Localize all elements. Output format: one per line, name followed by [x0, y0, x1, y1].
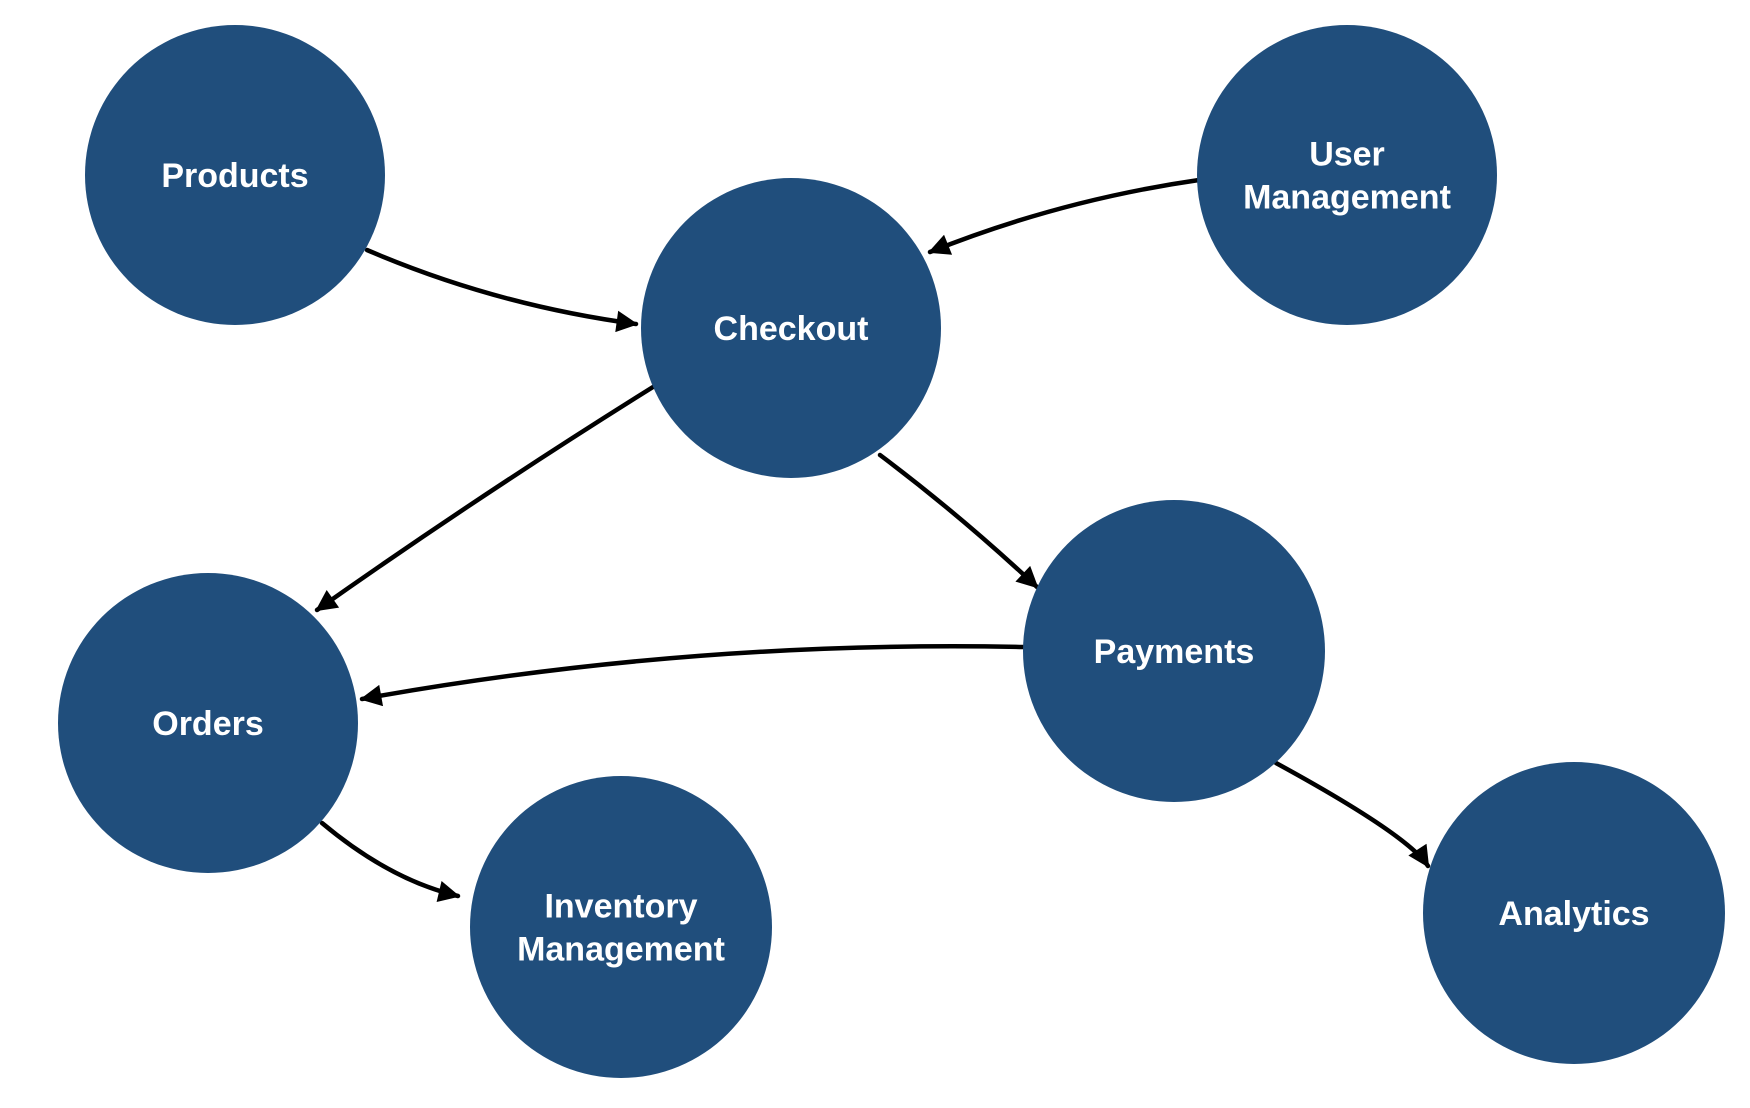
- edge-products-to-checkout: [364, 247, 639, 333]
- node-circle-orders: [58, 573, 358, 873]
- edge-user-management-to-checkout: [927, 177, 1202, 255]
- node-label-line: Payments: [1094, 633, 1255, 671]
- node-label-analytics: Analytics: [1498, 895, 1649, 933]
- node-orders[interactable]: Orders: [58, 573, 358, 873]
- node-checkout[interactable]: Checkout: [641, 178, 941, 478]
- node-circle-user-management: [1197, 25, 1497, 325]
- edge-checkout-to-orders: [314, 384, 656, 613]
- node-label-line: Management: [1243, 179, 1451, 217]
- node-analytics[interactable]: Analytics: [1423, 762, 1725, 1064]
- edge-payments-to-analytics: [1273, 760, 1431, 869]
- node-label-products: Products: [161, 157, 308, 195]
- node-payments[interactable]: Payments: [1023, 500, 1325, 802]
- edge-orders-to-inventory-management: [319, 820, 461, 903]
- node-label-payments: Payments: [1094, 633, 1255, 671]
- node-circle-analytics: [1423, 762, 1725, 1064]
- edge-checkout-to-payments: [877, 452, 1040, 590]
- node-label-line: Analytics: [1498, 895, 1649, 933]
- edges-layer: [314, 177, 1431, 903]
- node-label-line: Checkout: [714, 310, 869, 348]
- edge-payments-to-orders: [359, 644, 1026, 707]
- node-label-checkout: Checkout: [714, 310, 869, 348]
- node-products[interactable]: Products: [85, 25, 385, 325]
- node-label-line: Management: [517, 931, 725, 969]
- node-circle-inventory-management: [470, 776, 772, 1078]
- node-label-line: Products: [161, 157, 308, 195]
- node-label-line: User: [1309, 136, 1385, 174]
- node-label-line: Inventory: [544, 888, 697, 926]
- node-label-line: Orders: [152, 705, 264, 743]
- node-circle-checkout: [641, 178, 941, 478]
- node-circle-products: [85, 25, 385, 325]
- node-circle-payments: [1023, 500, 1325, 802]
- node-label-orders: Orders: [152, 705, 264, 743]
